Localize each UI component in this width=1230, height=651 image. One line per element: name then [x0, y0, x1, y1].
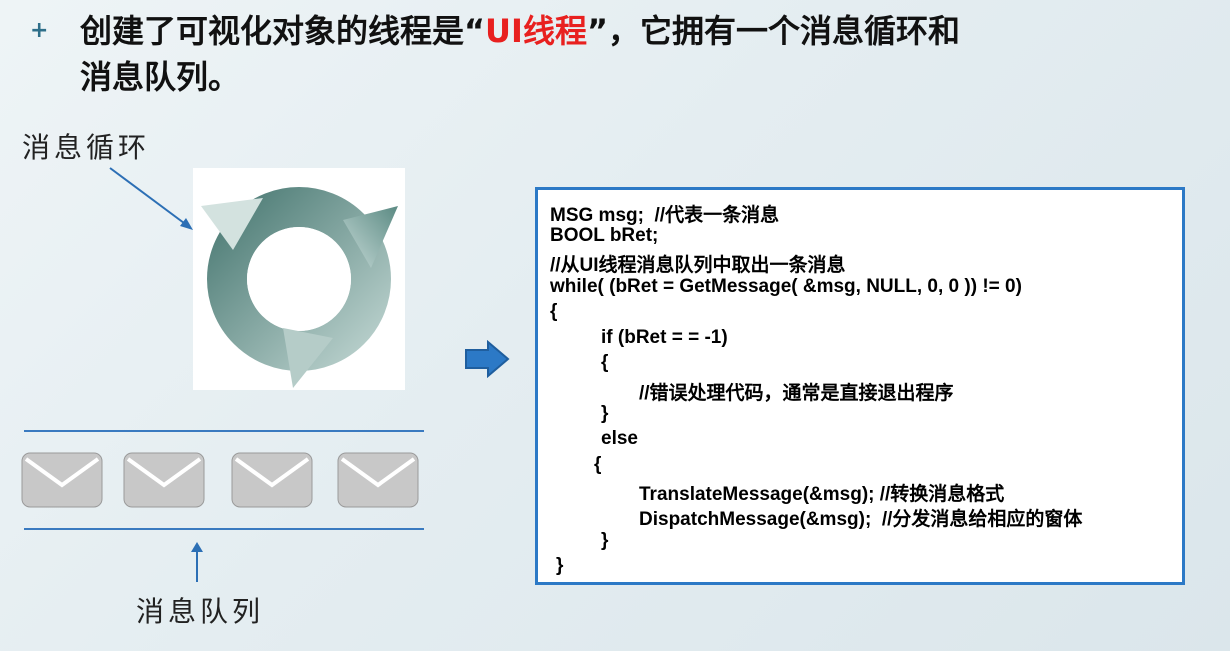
code-block: MSG msg; //代表一条消息 BOOL bRet; //从UI线程消息队列…	[535, 187, 1185, 585]
code-line: {	[601, 352, 609, 373]
envelope-icon	[21, 452, 103, 508]
code-line: DispatchMessage(&msg); //分发消息给相应的窗体	[639, 509, 1083, 530]
code-line: else	[601, 428, 638, 449]
right-arrow-icon	[465, 340, 510, 378]
code-line: MSG msg; //代表一条消息	[550, 205, 780, 226]
code-line: }	[601, 403, 609, 424]
title-text-start: 创建了可视化对象的线程是“	[80, 12, 486, 50]
bullet-marker: +	[30, 18, 49, 43]
code-line: {	[594, 454, 602, 475]
code-line: TranslateMessage(&msg); //转换消息格式	[639, 484, 1005, 505]
envelope-icon	[231, 452, 313, 508]
message-loop-label: 消息循环	[22, 131, 151, 164]
slide-title: 创建了可视化对象的线程是“UI线程”，它拥有一个消息循环和消息队列。	[80, 8, 980, 100]
envelope-icon	[337, 452, 419, 508]
code-line: while( (bRet = GetMessage( &msg, NULL, 0…	[550, 276, 1022, 297]
queue-bottom-line	[24, 528, 424, 530]
title-highlight: UI线程	[485, 12, 587, 50]
title-text-end: ”，它拥有一个消息循环和消息队列。	[80, 12, 960, 96]
code-line: //错误处理代码，通常是直接退出程序	[639, 383, 954, 404]
message-loop-graphic	[193, 168, 405, 390]
message-queue-label: 消息队列	[136, 595, 265, 628]
queue-pointer-arrow	[191, 542, 203, 582]
envelope-icon	[123, 452, 205, 508]
code-line: {	[550, 301, 558, 322]
queue-top-line	[24, 430, 424, 432]
code-line: }	[601, 530, 609, 551]
code-line: //从UI线程消息队列中取出一条消息	[550, 255, 846, 276]
loop-pointer-arrow	[109, 167, 193, 230]
code-line: if (bRet = = -1)	[601, 327, 728, 348]
code-line: BOOL bRet;	[550, 225, 659, 246]
code-line: }	[556, 555, 564, 576]
cycle-arrows-icon	[201, 187, 398, 388]
